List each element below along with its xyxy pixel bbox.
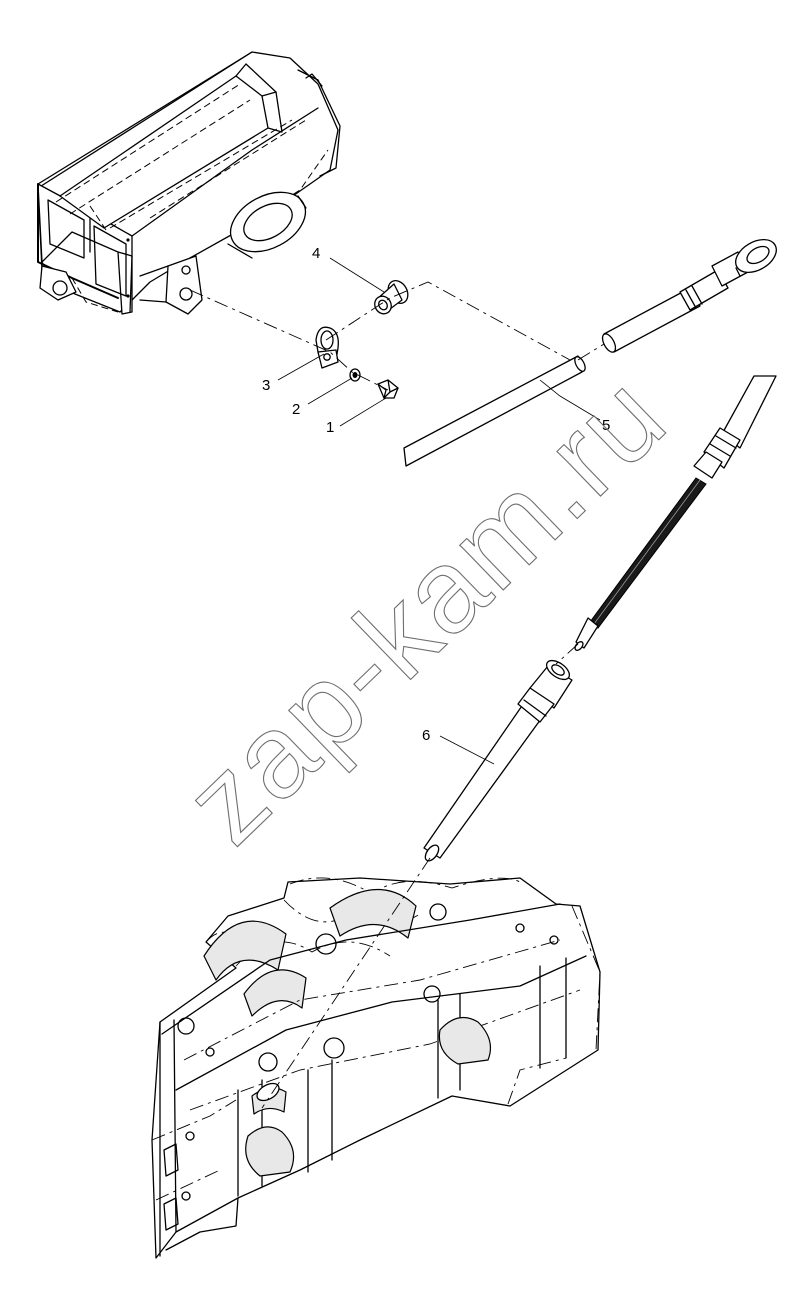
callout-label-5: 5 [602, 417, 610, 434]
callout-label-1: 1 [326, 419, 334, 436]
part-4-bushing [374, 280, 409, 315]
engine-block-bottom [151, 877, 601, 1259]
callout-label-3: 3 [262, 377, 270, 394]
callout-leaders [277, 257, 601, 765]
callout-label-6: 6 [422, 727, 430, 744]
assembly-lines [189, 281, 605, 1109]
part-6-dipstick [423, 375, 777, 862]
part-1-bolt [377, 379, 399, 399]
callout-label-4: 4 [312, 245, 320, 262]
callout-labels: 4 3 2 1 5 6 [262, 245, 610, 744]
part-5-dipstick-tube [403, 238, 777, 467]
engine-housing-top [37, 51, 341, 315]
callout-label-2: 2 [292, 401, 300, 418]
